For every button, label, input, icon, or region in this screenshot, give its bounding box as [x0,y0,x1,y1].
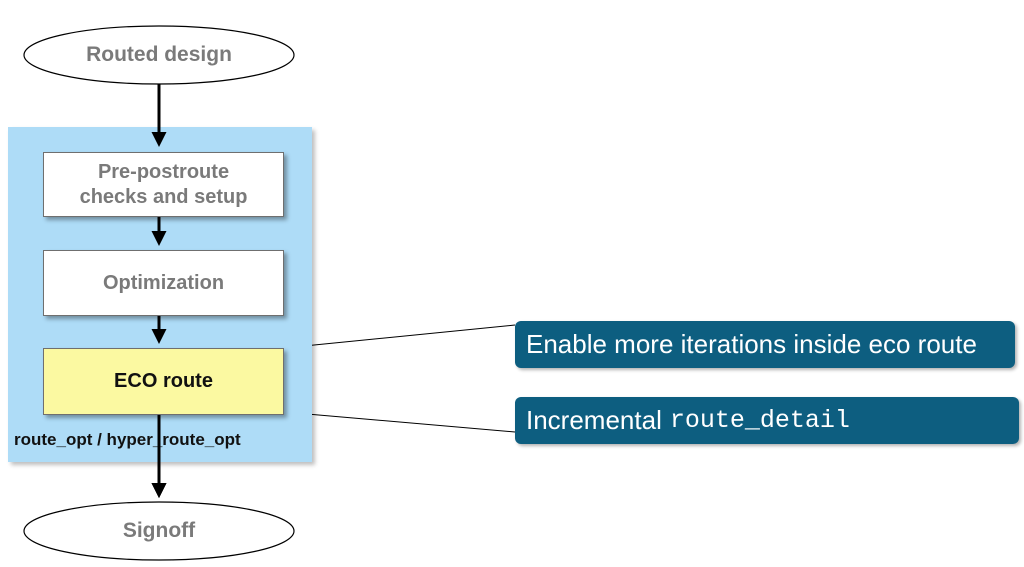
callout-text: Enable more iterations inside eco route [526,329,977,359]
end-node-label: Signoff [122,519,196,542]
step-line: Optimization [102,271,225,294]
connector-incremental [283,411,516,433]
step-optimization: Optimization [43,250,284,316]
callout-incremental: Incremental route_detail [515,397,1019,444]
step-line: Pre-postroute [97,160,230,183]
callout-iterations: Enable more iterations inside eco route [515,321,1015,368]
callout-command: route_detail [669,406,850,435]
callout-text: Incremental [526,405,662,435]
end-ellipse [23,501,295,561]
container-label: route_opt / hyper_route_opt [14,430,241,449]
step-line: ECO route [114,370,213,392]
connector-iterations [283,324,516,349]
step-pre-postroute-checks: Pre-postroute checks and setup [43,152,284,217]
step-line: checks and setup [79,185,248,208]
step-eco-route: ECO route [43,348,284,415]
start-node-label: Routed design [86,43,232,66]
